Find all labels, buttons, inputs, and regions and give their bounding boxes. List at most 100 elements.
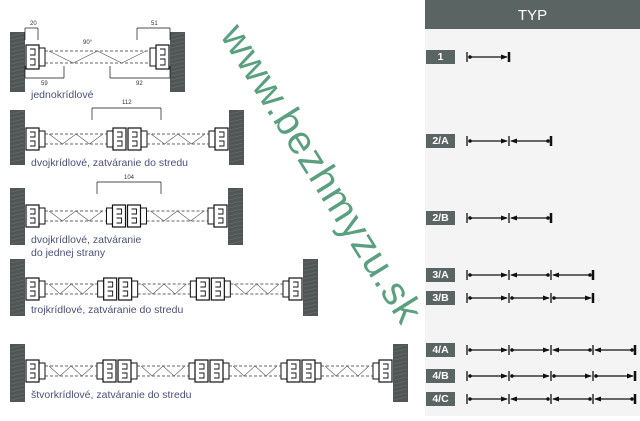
pivot-dot	[546, 216, 550, 220]
wall-hatch	[228, 224, 243, 229]
dim-20: 20	[30, 21, 37, 27]
wall-hatch	[10, 376, 25, 381]
wall-hatch	[170, 44, 185, 49]
arrowhead-icon	[627, 373, 634, 379]
frame-profile	[102, 359, 117, 383]
pivot-dot	[510, 374, 514, 378]
frame-profile	[214, 127, 229, 151]
leaf-profile	[96, 362, 103, 380]
wall-hatch	[10, 114, 25, 119]
wall-hatch	[170, 68, 185, 73]
frame-profile	[25, 277, 40, 301]
wall-hatch	[10, 64, 25, 69]
wall-hatch	[170, 84, 185, 89]
wall-hatch	[303, 271, 318, 276]
wall-hatch	[10, 216, 25, 221]
panel-title: TYP	[425, 0, 640, 29]
wall-hatch	[10, 311, 25, 316]
wall-hatch	[229, 138, 244, 143]
wall-hatch	[10, 212, 25, 217]
profile-chamber	[214, 363, 220, 379]
wall-hatch	[10, 380, 25, 385]
arrowhead-icon	[552, 396, 559, 402]
wall-hatch	[229, 142, 244, 147]
label-triple: trojkrídlové, zatváranie do stredu	[31, 304, 184, 316]
pivot-dot	[468, 348, 472, 352]
pleated-mesh	[48, 50, 147, 64]
wall-hatch	[393, 368, 408, 373]
wall-hatch	[170, 64, 185, 69]
frame-profile	[25, 44, 40, 70]
leaf-profile	[39, 130, 46, 148]
arrowhead-icon	[501, 373, 508, 379]
wall-hatch	[10, 32, 25, 37]
wall-hatch	[228, 220, 243, 225]
wall-hatch	[228, 200, 243, 205]
frame-profile	[117, 359, 132, 383]
pleated-mesh	[150, 133, 206, 145]
wall-hatch	[170, 52, 185, 57]
wall-hatch	[170, 76, 185, 81]
door-section-diagrams: jednokrídlové dvojkrídlové, zatváranie d…	[10, 21, 408, 402]
arrowhead-icon	[510, 215, 517, 221]
wall-hatch	[10, 384, 25, 389]
wall-hatch	[228, 232, 243, 237]
wall-hatch	[229, 146, 244, 151]
wall-hatch	[10, 48, 25, 53]
wall-hatch	[10, 360, 25, 365]
wall-hatch	[229, 118, 244, 123]
wall-hatch	[10, 188, 25, 193]
pivot-dot	[510, 348, 514, 352]
pivot-dot	[468, 374, 472, 378]
leaf-profile	[39, 47, 46, 67]
frame-profile	[118, 277, 133, 301]
arrowhead-icon	[501, 272, 508, 278]
wall-hatch	[10, 224, 25, 229]
wall-hatch	[10, 352, 25, 357]
pivot-dot	[630, 397, 634, 401]
wall-hatch	[10, 344, 25, 349]
pleated-mesh	[140, 365, 186, 377]
type-badge: 2/A	[426, 134, 455, 148]
leaf-profile	[207, 207, 214, 225]
wall-hatch	[228, 212, 243, 217]
wall-hatch	[10, 228, 25, 233]
wall-hatch	[229, 134, 244, 139]
wall-hatch	[10, 76, 25, 81]
leaf-profile	[149, 47, 156, 67]
frame-profile	[288, 277, 303, 301]
frame-profile	[213, 204, 228, 228]
profile-chamber	[293, 281, 299, 297]
wall-hatch	[228, 204, 243, 209]
frame-profile	[126, 204, 142, 228]
wall-hatch	[303, 303, 318, 308]
arrowhead-icon	[585, 373, 592, 379]
wall-hatch	[10, 122, 25, 127]
wall-hatch	[393, 388, 408, 393]
wall-hatch	[10, 56, 25, 61]
profile-chamber	[107, 363, 113, 379]
pleated-mesh	[48, 283, 94, 295]
wall-hatch	[393, 348, 408, 353]
wall-hatch	[10, 134, 25, 139]
wall-hatch	[10, 150, 25, 155]
profile-chamber	[160, 48, 166, 66]
dim-104: 104	[124, 175, 135, 181]
dim-112: 112	[122, 100, 132, 106]
type-badge: 1	[426, 50, 455, 64]
leaf-profile	[141, 130, 148, 148]
profile-chamber	[122, 363, 128, 379]
wall-hatch	[303, 307, 318, 312]
wall-hatch	[303, 295, 318, 300]
wall-hatch	[10, 364, 25, 369]
wall-hatch	[228, 196, 243, 201]
wall	[10, 188, 25, 245]
wall-hatch	[10, 36, 25, 41]
wall-hatch	[303, 283, 318, 288]
arrowhead-icon	[543, 373, 550, 379]
frame-profile	[25, 204, 40, 228]
wall-hatch	[10, 356, 25, 361]
pleated-mesh	[150, 210, 205, 222]
leaf-profile	[282, 280, 289, 298]
